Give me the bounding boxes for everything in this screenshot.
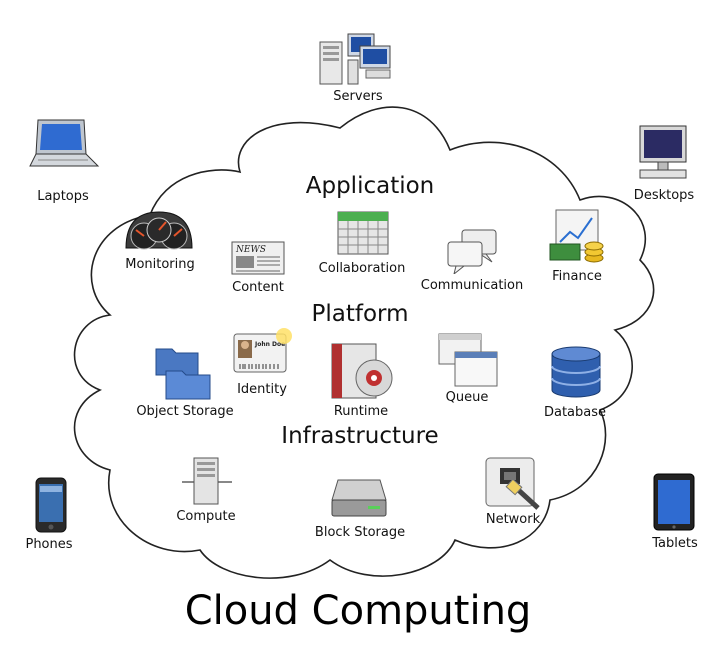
hard-drive-icon (331, 479, 387, 517)
phone-icon (35, 477, 67, 533)
finance-label: Finance (552, 269, 602, 284)
tablets-label: Tablets (652, 536, 698, 551)
collaboration-label: Collaboration (318, 261, 406, 276)
chat-bubbles-icon (447, 229, 497, 274)
database-icon (551, 346, 601, 398)
desktop-icon (639, 125, 687, 179)
finance-chart-icon (549, 209, 604, 263)
queue-label: Queue (445, 390, 489, 405)
folders-icon (155, 348, 211, 400)
windows-queue-icon (438, 333, 498, 387)
laptop-icon (29, 119, 100, 167)
content-label: Content (232, 280, 284, 295)
desktops-label: Desktops (633, 188, 695, 203)
page-title: Cloud Computing (184, 588, 532, 634)
database-label: Database (543, 405, 607, 420)
gauge-icon (125, 211, 193, 250)
calendar-icon (337, 211, 389, 255)
runtime-label: Runtime (333, 404, 389, 419)
identity-label: Identity (237, 382, 287, 397)
news-masthead: NEWS (235, 245, 266, 255)
compute-label: Compute (176, 509, 236, 524)
communication-label: Communication (420, 278, 524, 293)
id-card-icon: John Doe (233, 328, 292, 373)
laptops-label: Laptops (37, 189, 89, 204)
servers-icon (319, 33, 391, 85)
servers-label: Servers (333, 89, 383, 104)
section-infrastructure: Infrastructure (281, 423, 439, 449)
tablet-icon (653, 473, 695, 531)
monitoring-label: Monitoring (125, 257, 195, 272)
network-label: Network (485, 512, 541, 527)
server-tower-icon (182, 457, 232, 505)
software-box-icon (331, 343, 393, 399)
section-platform: Platform (311, 301, 409, 327)
newspaper-icon: NEWS (231, 241, 285, 275)
network-port-icon (485, 457, 540, 510)
section-application: Application (305, 173, 435, 199)
id-card-name: John Doe (254, 341, 285, 348)
object-storage-label: Object Storage (136, 404, 234, 419)
phones-label: Phones (25, 537, 73, 552)
block-storage-label: Block Storage (314, 525, 406, 540)
